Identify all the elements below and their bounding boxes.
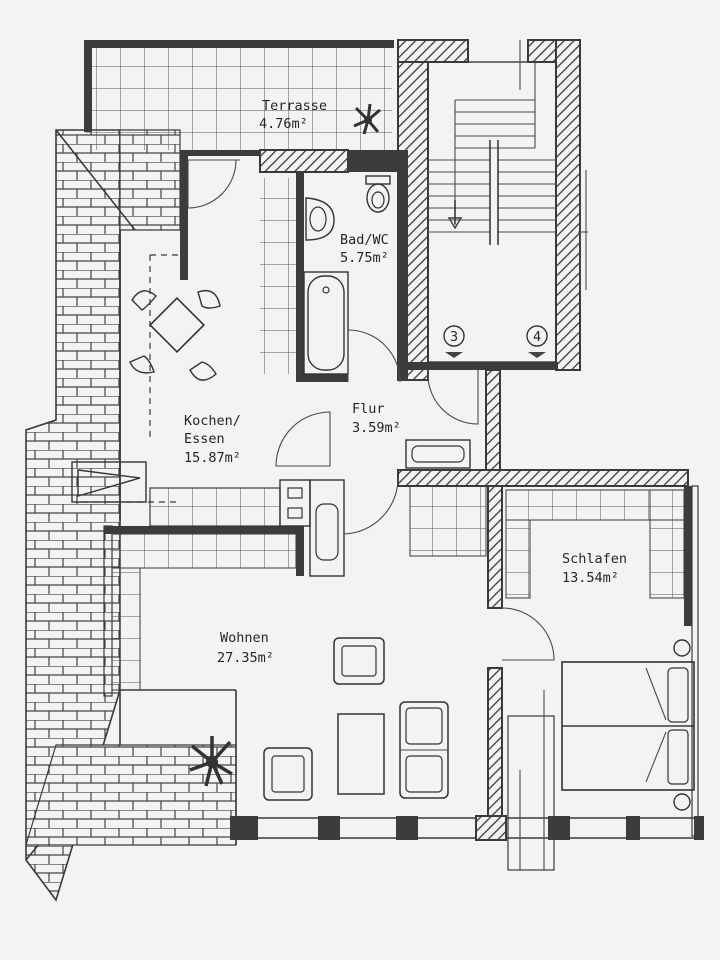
schlafen-name: Schlafen [562,551,627,567]
flur-name: Flur [352,401,385,417]
wohnen-area: 27.35m² [217,650,274,666]
armchair-top [333,637,385,685]
stairwell: 3 4 [397,39,588,381]
living-room: Wohnen 27.35m² [111,533,449,801]
stair-marker-3-circle [443,325,465,347]
hallway: Flur 3.59m² [275,369,479,535]
stove-icon [279,479,311,527]
kochen-area: 15.87m² [184,450,241,466]
dining-table [129,289,221,381]
schlafen-area: 13.54m² [562,570,619,586]
bad-name: Bad/WC [340,232,389,248]
toilet-icon [365,175,391,213]
coffee-table [337,713,385,795]
terrasse-name: Terrasse [262,98,327,114]
plant-icon [189,736,233,787]
kitchen-dining: Kochen/ Essen 15.87m² [71,159,345,577]
kochen-name-line1: Kochen/ [184,413,241,429]
plant-icon [353,103,381,135]
sink-icon [305,197,335,241]
flur-area: 3.59m² [352,420,401,436]
terrasse-area-label: 4.76m² [259,116,308,132]
bedroom: Schlafen 13.54m² [409,485,695,871]
kochen-name-line2: Essen [184,431,225,447]
walls [103,149,704,841]
stair-marker-4-circle [526,325,548,347]
wohnen-name: Wohnen [220,630,269,646]
double-bed [561,639,695,811]
arrow-down-icon [447,200,463,230]
bathroom: Bad/WC 5.75m² [260,175,401,383]
terrasse-area: Terrasse 4.76m² [84,40,394,150]
stair-marker-4: 4 [533,329,541,345]
stair-marker-3: 3 [450,329,458,345]
bathtub-icon [303,271,349,375]
stair-steps [428,40,556,245]
bad-area: 5.75m² [340,250,389,266]
sofa-right [399,701,449,799]
armchair-left [263,747,313,801]
